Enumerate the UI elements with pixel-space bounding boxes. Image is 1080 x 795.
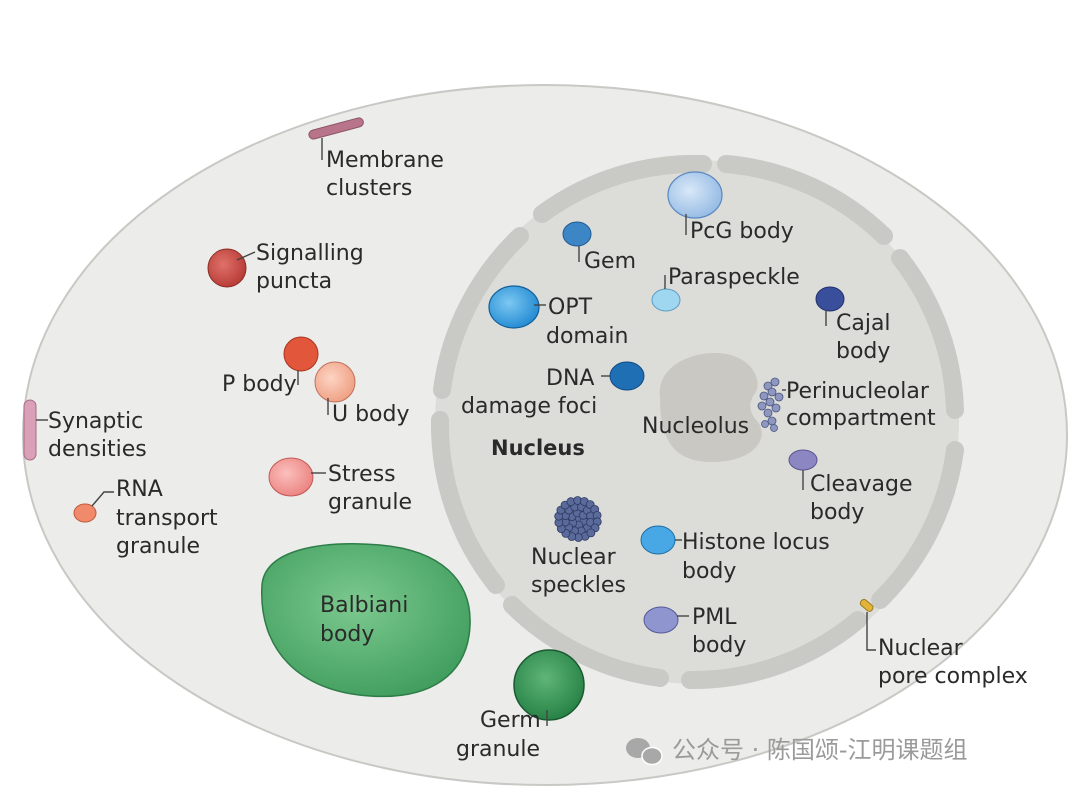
- label-perinucleolar-2: compartment: [786, 406, 936, 431]
- label-pml-body-1: PML: [692, 605, 737, 630]
- balbiani-body: [261, 543, 471, 698]
- label-nuclear-speckles-2: speckles: [531, 573, 626, 598]
- label-germ-granule-2: granule: [456, 737, 540, 762]
- svg-text:Nuclear pore complex: Nuclear pore complex: [878, 636, 1028, 689]
- svg-text:Stress granule: Stress granule: [328, 462, 412, 515]
- gem: [562, 221, 592, 247]
- label-stress-granule-2: granule: [328, 490, 412, 515]
- label-opt-domain-2: domain: [546, 324, 628, 349]
- label-histone-locus-body-2: body: [682, 559, 736, 584]
- label-synaptic-densities-1: Synaptic: [48, 409, 143, 434]
- synaptic-density: [23, 399, 37, 461]
- nucleolus: [659, 352, 762, 462]
- label-p-body: P body: [222, 372, 297, 397]
- membrane-cluster: [308, 117, 364, 140]
- stress-granule: [268, 457, 314, 497]
- histone-locus-body: [640, 525, 676, 555]
- speckle-dot: [586, 528, 596, 538]
- perinucleolar-compartment: [757, 377, 784, 432]
- label-nucleus: Nucleus: [491, 436, 585, 460]
- germ-granule: [513, 649, 585, 721]
- svg-text:Cleavage body: Cleavage body: [810, 472, 920, 525]
- label-signalling-puncta-1: Signalling: [256, 241, 364, 266]
- label-stress-granule-1: Stress: [328, 462, 396, 487]
- label-gem: Gem: [584, 249, 636, 274]
- u-body: [314, 361, 356, 403]
- nuclear-pore-complex: [859, 598, 874, 612]
- pml-body: [643, 606, 679, 634]
- nuclear-envelope: [430, 154, 964, 690]
- svg-text:Perinucleolar compartment: Perinucleolar compartment: [786, 379, 936, 431]
- svg-text:PML body: PML body: [692, 605, 746, 658]
- label-nucleolus: Nucleolus: [642, 414, 749, 439]
- cleavage-body: [788, 449, 818, 471]
- nuclear-speckles: [554, 496, 602, 542]
- label-opt-domain-1: OPT: [548, 295, 593, 320]
- svg-text:Membrane clusters: Membrane clusters: [326, 148, 451, 201]
- label-cajal-body-2: body: [836, 339, 890, 364]
- svg-text:Synaptic densities: Synaptic densities: [48, 409, 150, 462]
- label-histone-locus-body-1: Histone locus: [682, 530, 830, 555]
- svg-text:RNA transport granule: RNA transport granule: [116, 477, 225, 559]
- svg-text:OPT domain: OPT domain: [546, 295, 628, 349]
- watermark-text: 公众号 · 陈国颂-江明课题组: [672, 736, 968, 764]
- label-nuclear-speckles-1: Nuclear: [531, 545, 617, 570]
- pcg-body: [667, 171, 723, 219]
- opt-domain: [488, 285, 540, 329]
- label-cleavage-body-2: body: [810, 500, 864, 525]
- label-cleavage-body-1: Cleavage: [810, 472, 913, 497]
- label-pcg-body: PcG body: [690, 219, 794, 244]
- wechat-icon: [626, 738, 663, 766]
- label-rna-transport-granule-2: transport: [116, 506, 218, 531]
- label-perinucleolar-1: Perinucleolar: [786, 379, 930, 404]
- svg-text:Balbiani body: Balbiani body: [320, 593, 415, 647]
- label-u-body: U body: [332, 402, 410, 427]
- svg-text:Cajal body: Cajal body: [836, 311, 898, 364]
- label-pml-body-2: body: [692, 633, 746, 658]
- label-germ-granule-1: Germ: [480, 708, 541, 733]
- svg-text:Nuclear speckles: Nuclear speckles: [531, 545, 626, 598]
- label-paraspeckle: Paraspeckle: [668, 265, 800, 290]
- label-nuclear-pore-complex-2: pore complex: [878, 664, 1028, 689]
- label-rna-transport-granule-3: granule: [116, 534, 200, 559]
- label-signalling-puncta-2: puncta: [256, 269, 332, 294]
- dna-damage-foci: [609, 361, 645, 391]
- rna-transport-granule: [73, 503, 97, 523]
- label-dna-damage-foci-1: DNA: [546, 366, 594, 391]
- label-dna-damage-foci-2: damage foci: [461, 394, 597, 419]
- svg-text:Germ granule: Germ granule: [456, 708, 548, 762]
- svg-text:DNA damage foci: DNA damage foci: [461, 366, 601, 419]
- p-body: [283, 336, 319, 372]
- label-balbiani-body-1: Balbiani: [320, 593, 408, 618]
- svg-text:Histone locus body: Histone locus body: [682, 530, 837, 584]
- signalling-punctum: [207, 248, 247, 288]
- paraspeckle: [651, 288, 681, 312]
- label-nuclear-pore-complex-1: Nuclear: [878, 636, 964, 661]
- label-balbiani-body-2: body: [320, 622, 374, 647]
- label-synaptic-densities-2: densities: [48, 437, 147, 462]
- label-membrane-clusters-2: clusters: [326, 176, 412, 201]
- label-cajal-body-1: Cajal: [836, 311, 891, 336]
- label-membrane-clusters-1: Membrane: [326, 148, 444, 173]
- label-rna-transport-granule-1: RNA: [116, 477, 163, 502]
- cajal-body: [815, 286, 845, 312]
- svg-text:Signalling puncta: Signalling puncta: [256, 241, 371, 294]
